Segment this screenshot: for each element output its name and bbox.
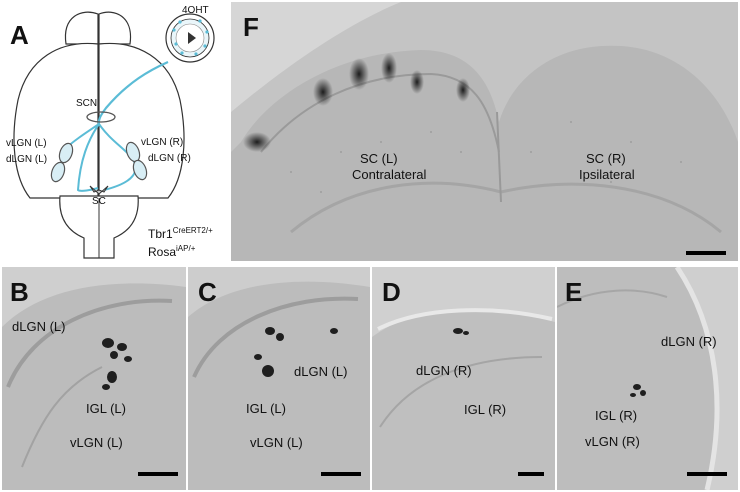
panel-d-micrograph: D dLGN (R) IGL (R) (372, 267, 555, 490)
panel-c-micrograph: C dLGN (L) IGL (L) vLGN (L) (188, 267, 370, 490)
genotype-tbr1: Tbr1CreERT2/+ (148, 226, 213, 242)
label-b-dlgn: dLGN (L) (12, 319, 66, 334)
label-dlgn-l: dLGN (L) (6, 154, 48, 165)
panel-label-f: F (243, 12, 259, 42)
label-c-igl: IGL (L) (246, 401, 286, 416)
scale-bar-c (321, 472, 361, 476)
label-4oht: 4OHT (182, 5, 209, 16)
label-scn: SCN (76, 98, 98, 109)
sc-tissue-image (231, 2, 738, 261)
label-b-vlgn: vLGN (L) (70, 435, 123, 450)
panel-label-e: E (565, 277, 583, 307)
brain-schematic (13, 11, 215, 259)
label-ipsilateral: Ipsilateral (579, 167, 635, 182)
scale-bar-f (686, 251, 726, 255)
label-sc-right: SC (R) (586, 151, 626, 166)
label-e-dlgn: dLGN (R) (661, 334, 717, 349)
panel-a-schematic: A 4OHT SCN vLGN (L) dLGN (L) vLGN (R) dL… (0, 0, 228, 268)
panel-label-d: D (382, 277, 401, 307)
label-d-dlgn: dLGN (R) (416, 363, 472, 378)
label-contralateral: Contralateral (352, 167, 427, 182)
panel-label-b: B (10, 277, 29, 307)
lgn-tissue-e (557, 267, 738, 490)
label-b-igl: IGL (L) (86, 401, 126, 416)
label-e-vlgn: vLGN (R) (585, 434, 640, 449)
genotype-rosa: RosaiAP/+ (148, 244, 195, 260)
genotype-tbr1-sup: CreERT2/+ (172, 226, 213, 235)
scale-bar-e (687, 472, 727, 476)
panel-label-a: A (10, 20, 29, 50)
genotype-rosa-base: Rosa (148, 245, 177, 259)
lgn-tissue-c (188, 267, 370, 490)
label-c-vlgn: vLGN (L) (250, 435, 303, 450)
label-d-igl: IGL (R) (464, 402, 507, 417)
label-dlgn-r: dLGN (R) (148, 153, 191, 164)
genotype-rosa-sup: iAP/+ (176, 244, 196, 253)
label-c-dlgn: dLGN (L) (294, 364, 348, 379)
lgn-tissue-b (2, 267, 186, 490)
label-vlgn-l: vLGN (L) (6, 138, 47, 149)
label-e-igl: IGL (R) (595, 408, 638, 423)
panel-f-micrograph: F SC (L) Contralateral SC (R) Ipsilatera… (231, 2, 738, 261)
label-vlgn-r: vLGN (R) (141, 137, 184, 148)
lgn-tissue-d (372, 267, 555, 490)
panel-label-c: C (198, 277, 217, 307)
label-sc: SC (92, 196, 106, 207)
genotype-tbr1-base: Tbr1 (148, 227, 173, 241)
label-sc-left: SC (L) (360, 151, 398, 166)
panel-e-micrograph: E dLGN (R) IGL (R) vLGN (R) (557, 267, 738, 490)
scale-bar-b (138, 472, 178, 476)
panel-b-micrograph: B dLGN (L) IGL (L) vLGN (L) (2, 267, 186, 490)
scale-bar-d (518, 472, 544, 476)
